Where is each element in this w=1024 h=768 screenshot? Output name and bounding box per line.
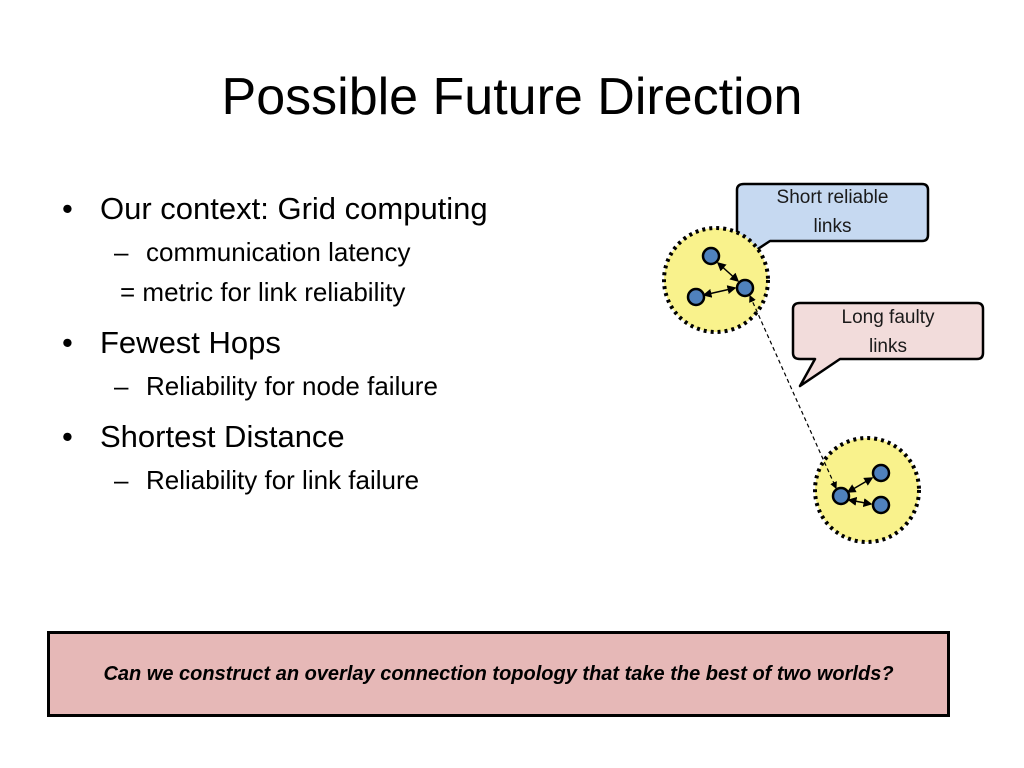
short-links-label-line1: Short reliable — [776, 187, 889, 208]
subbullet-link-reliability: – Reliability for link failure — [56, 460, 516, 500]
bullet-context-text: Our context: Grid computing — [100, 191, 488, 226]
dash-marker: – — [114, 237, 129, 267]
short-links-label-line2: links — [813, 216, 852, 237]
bullet-distance-text: Shortest Distance — [100, 419, 345, 454]
bullet-hops: • Fewest Hops — [56, 320, 516, 366]
short-link — [716, 261, 740, 283]
subbullet-node-reliability-text: Reliability for node failure — [146, 371, 438, 401]
short-link — [847, 496, 873, 508]
bullet-context: • Our context: Grid computing — [56, 186, 516, 232]
long-links-label: Long faulty links — [793, 303, 983, 361]
long-faulty-link — [749, 294, 837, 490]
subbullet-latency: – communication latency — [56, 232, 516, 272]
dash-marker: – — [114, 465, 129, 495]
node — [871, 463, 891, 483]
short-link — [846, 477, 874, 493]
long-links-label-line1: Long faulty — [841, 307, 935, 328]
long-links-label-line2: links — [868, 336, 907, 357]
bullet-list: • Our context: Grid computing – communic… — [56, 186, 516, 500]
subbullet-node-reliability: – Reliability for node failure — [56, 366, 516, 406]
subbullet-latency-text: communication latency — [146, 237, 411, 267]
subbullet-metric-text: = metric for link reliability — [120, 277, 406, 307]
slide-title: Possible Future Direction — [221, 68, 803, 126]
subbullet-link-reliability-text: Reliability for link failure — [146, 465, 420, 495]
node — [701, 246, 721, 266]
bullet-marker: • — [62, 191, 73, 226]
bullet-marker: • — [62, 419, 73, 454]
node — [871, 495, 891, 515]
node — [686, 287, 706, 307]
dash-marker: – — [114, 371, 129, 401]
question-box: Can we construct an overlay connection t… — [47, 631, 950, 717]
question-text: Can we construct an overlay connection t… — [103, 662, 894, 685]
short-link — [702, 285, 737, 298]
bullet-hops-text: Fewest Hops — [100, 325, 281, 360]
bullet-marker: • — [62, 325, 73, 360]
cluster-top — [662, 226, 770, 334]
bullet-distance: • Shortest Distance — [56, 414, 516, 460]
subbullet-metric: = metric for link reliability — [56, 272, 516, 312]
short-links-label: Short reliable links — [737, 183, 928, 241]
cluster-bottom — [813, 436, 921, 544]
node — [831, 486, 851, 506]
node — [735, 278, 755, 298]
